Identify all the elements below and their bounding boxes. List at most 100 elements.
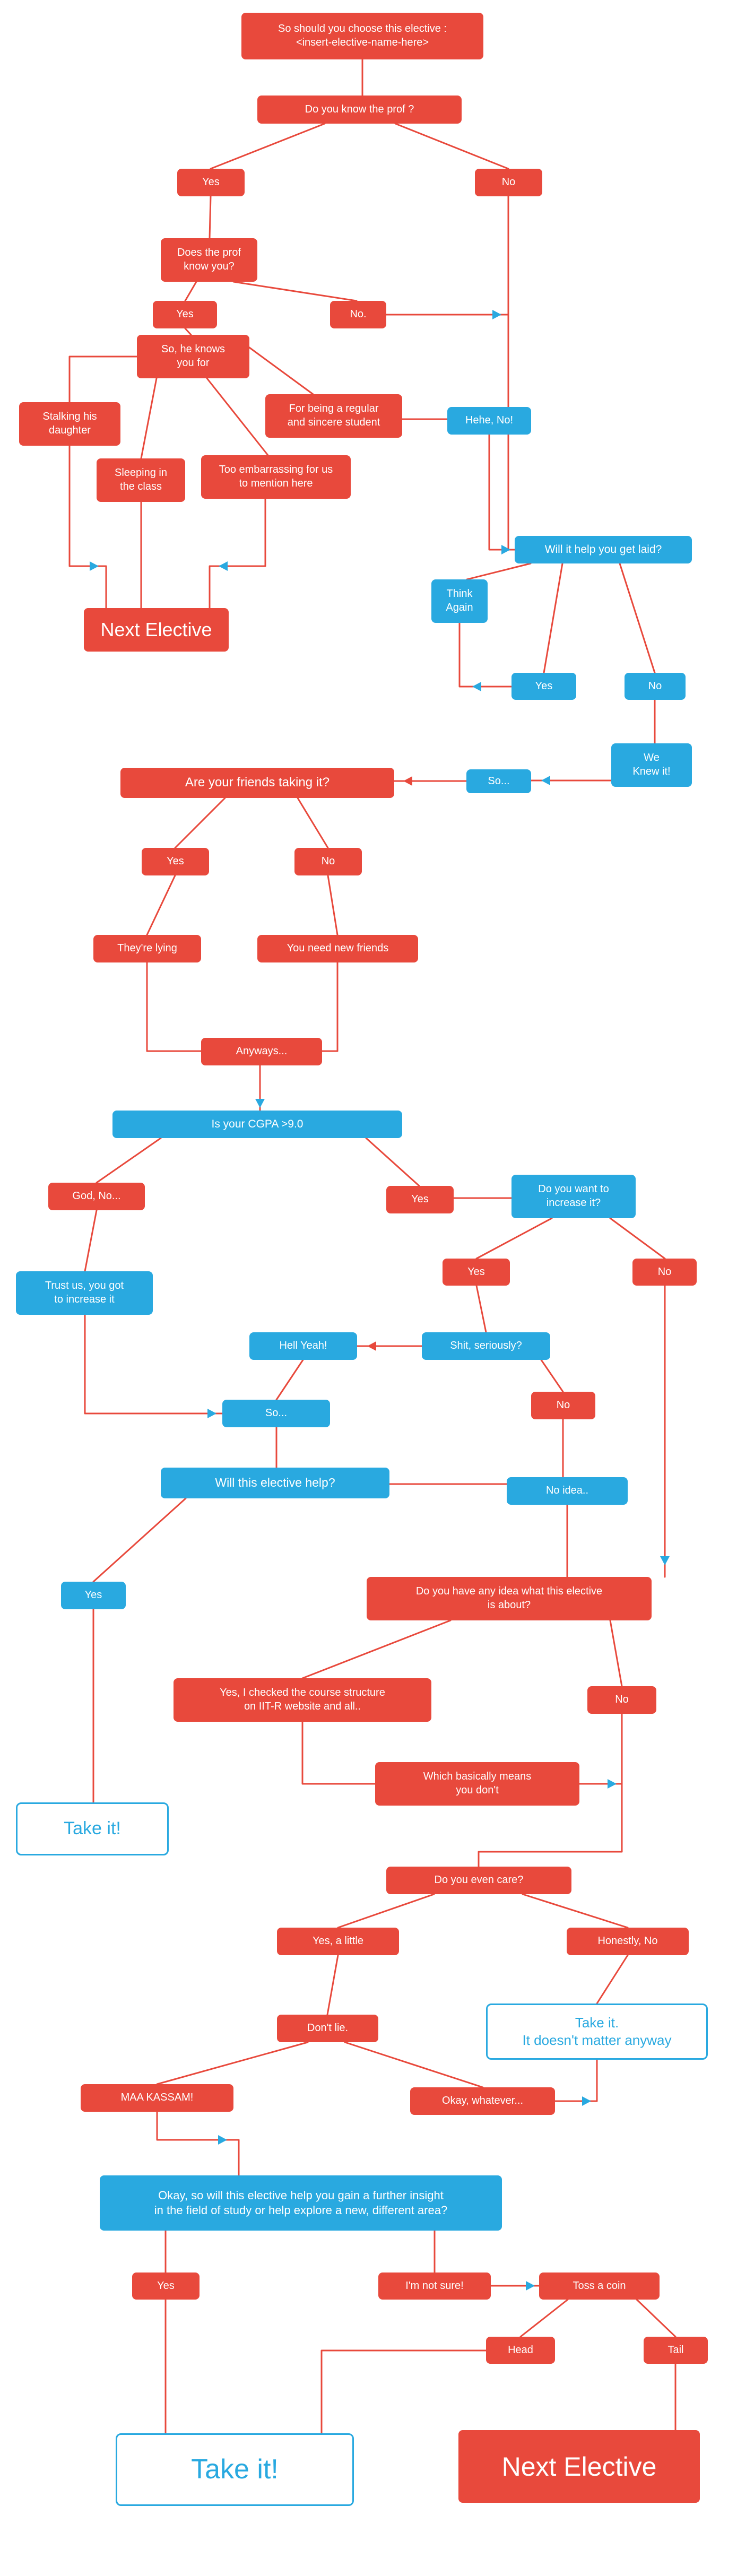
node-hell-yeah: Hell Yeah! [249, 1332, 357, 1360]
edge-knows-you-for--embarrassing [206, 377, 269, 456]
node-get-laid: Will it help you get laid? [515, 536, 692, 563]
node-label: They're lying [117, 942, 177, 955]
node-label: So... [265, 1407, 288, 1419]
node-label: Honestly, No [597, 1935, 658, 1947]
node-start: So should you choose this elective : <in… [241, 13, 483, 59]
node-basically-dont: Which basically means you don't [375, 1762, 579, 1806]
node-label: Trust us, you got to increase it [45, 1280, 124, 1305]
node-no-idea-about: No [587, 1686, 656, 1714]
arrowhead-icon [403, 776, 412, 786]
node-label: Shit, seriously? [450, 1340, 522, 1352]
node-label: Take it! [64, 1818, 121, 1839]
node-next-elective-1: Next Elective [84, 608, 229, 652]
node-label: Yes [157, 2279, 175, 2292]
node-sleeping: Sleeping in the class [97, 458, 185, 502]
arrowhead-icon [218, 2135, 227, 2145]
node-label: Yes [467, 1265, 485, 1278]
node-yes-laid: Yes [511, 673, 576, 700]
node-know-prof: Do you know the prof ? [257, 96, 462, 124]
node-elective-help: Will this elective help? [161, 1468, 389, 1498]
node-honestly-no: Honestly, No [567, 1928, 689, 1955]
node-label: No idea.. [545, 1485, 589, 1497]
node-embarrassing: Too embarrassing for us to mention here [201, 455, 351, 499]
edge-no-friends--need-new-friends [327, 874, 339, 936]
arrowhead-icon [219, 561, 228, 571]
edge-toss-coin--head [519, 2299, 569, 2338]
node-hehe-no: Hehe, No! [447, 407, 531, 435]
node-head: Head [486, 2337, 555, 2364]
node-label: Do you have any idea what this elective … [415, 1585, 603, 1611]
node-want-increase: Do you want to increase it? [511, 1175, 636, 1218]
edge-toss-coin--tail [636, 2299, 677, 2338]
node-label: Stalking his daughter [42, 411, 97, 436]
edge-prof-know-you--no-prof-knows [232, 281, 358, 302]
node-knows-you-for: So, he knows you for [137, 335, 249, 378]
edge-know-prof--yes-know-prof [210, 123, 326, 170]
edge-no-idea-about--even-care [478, 1713, 623, 1868]
node-label: No [648, 680, 662, 692]
arrowhead-icon [472, 682, 481, 691]
node-label: Yes, I checked the course structure on I… [220, 1687, 385, 1712]
edge-cgpa--god-no [96, 1137, 162, 1184]
arrowhead-icon [501, 545, 510, 554]
node-yes-increase: Yes [443, 1259, 510, 1286]
edge-stalking--next-elective-1 [68, 445, 107, 609]
node-label: Yes [176, 308, 194, 320]
node-prof-know-you: Does the prof know you? [161, 238, 257, 282]
node-label: Which basically means you don't [423, 1771, 532, 1796]
node-anyways: Anyways... [201, 1038, 322, 1065]
edge-want-increase--no-increase [609, 1217, 666, 1260]
arrowhead-icon [207, 1409, 216, 1418]
edge-elective-help--yes-help [92, 1497, 187, 1583]
node-label: So, he knows you for [161, 343, 226, 369]
edge-yes-a-little--dont-lie [326, 1954, 339, 2016]
edge-dont-lie--okay-whatever [344, 2041, 484, 2088]
node-label: Hehe, No! [465, 414, 514, 427]
arrowhead-icon [255, 1099, 265, 1108]
edge-yes-laid--think-again [458, 622, 513, 688]
node-okay-whatever: Okay, whatever... [410, 2087, 555, 2115]
node-label: For being a regular and sincere student [287, 403, 380, 428]
node-label: Next Elective [100, 618, 212, 640]
edge-get-laid--think-again [466, 562, 532, 580]
arrowhead-icon [660, 1556, 670, 1565]
edge-dont-lie--maa-kassam [156, 2041, 309, 2085]
edge-shit-seriously--no-seriously [540, 1359, 564, 1393]
node-shit-seriously: Shit, seriously? [422, 1332, 550, 1360]
edge-even-care--honestly-no [522, 1893, 629, 1929]
node-yes-insight: Yes [132, 2273, 200, 2300]
node-label: Yes [202, 176, 220, 188]
edge-yes-increase--shit-seriously [475, 1285, 487, 1333]
edge-head--take-it-3 [320, 2349, 487, 2434]
edge-yes-prof-knows--knows-you-for [184, 327, 192, 336]
node-cgpa: Is your CGPA >9.0 [112, 1111, 402, 1138]
node-label: Yes [84, 1589, 102, 1601]
node-god-no: God, No... [48, 1183, 145, 1210]
arrowhead-icon [541, 776, 550, 785]
node-label: No [321, 855, 335, 868]
node-theyre-lying: They're lying [93, 935, 201, 962]
edge-even-care--yes-a-little [337, 1893, 435, 1929]
node-label: Think Again [446, 588, 473, 613]
node-label: Take it. It doesn't matter anyway [522, 2014, 672, 2048]
node-label: So... [488, 775, 510, 787]
edge-cgpa--yes-cgpa [365, 1137, 420, 1187]
node-yes-a-little: Yes, a little [277, 1928, 399, 1955]
node-trust-us: Trust us, you got to increase it [16, 1271, 153, 1315]
node-yes-know-prof: Yes [177, 169, 245, 196]
edge-knows-you-for--regular-student [248, 346, 314, 395]
node-further-insight: Okay, so will this elective help you gai… [100, 2175, 502, 2231]
node-any-idea: Do you have any idea what this elective … [367, 1577, 652, 1620]
edge-maa-kassam--further-insight [156, 2111, 240, 2176]
node-need-new-friends: You need new friends [257, 935, 418, 962]
edge-trust-us--so-2 [84, 1314, 223, 1415]
node-yes-cgpa: Yes [386, 1186, 454, 1213]
arrowhead-icon [367, 1341, 376, 1351]
arrowhead-icon [492, 310, 501, 319]
edge-friends-taking--yes-friends [174, 797, 226, 849]
node-label: Take it! [191, 2454, 279, 2485]
node-we-knew-it: We Knew it! [611, 743, 692, 787]
node-so-2: So... [222, 1400, 330, 1427]
node-label: God, No... [72, 1190, 121, 1202]
node-yes-friends: Yes [142, 848, 209, 875]
